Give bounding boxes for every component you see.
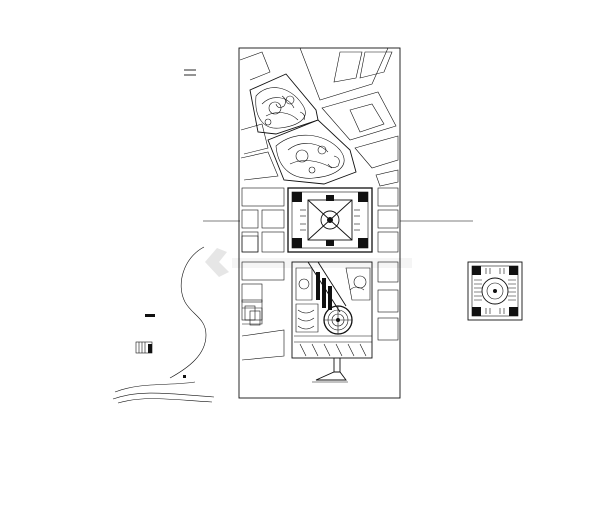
north-zone	[239, 47, 399, 187]
building-symbol	[135, 341, 153, 354]
detail-plan	[467, 261, 523, 321]
central-plaza	[241, 187, 399, 253]
left-curved-road	[112, 246, 215, 404]
south-zone	[241, 261, 399, 383]
legend-marks	[184, 69, 196, 76]
site-plan-frame	[238, 47, 401, 399]
watermark-logo	[205, 248, 412, 277]
